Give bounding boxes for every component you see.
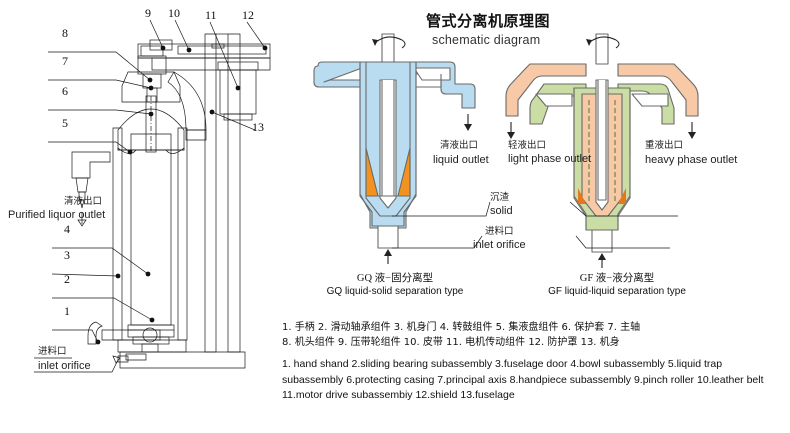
diagram-title: 管式分离机原理图 schematic diagram xyxy=(426,10,550,47)
gf-light-phase-label-cn: 轻液出口 xyxy=(508,140,547,151)
purified-liquor-outlet-label-cn: 清液出口 xyxy=(64,196,103,207)
gf-heavy-phase-label-cn: 重液出口 xyxy=(645,140,684,151)
gf-schematic-diagram xyxy=(500,28,710,268)
legend-english: 1. hand shand 2.sliding bearing subassem… xyxy=(282,358,764,401)
gq-liquid-outlet-label-en: liquid outlet xyxy=(433,154,489,166)
inlet-orifice-center-label-en: inlet orifice xyxy=(473,239,526,251)
legend-cn-line-1: 1. 手柄 2. 滑动轴承组件 3. 机身门 4. 转鼓组件 5. 集液盘组件 … xyxy=(282,322,641,333)
callout-10: 10 xyxy=(168,6,180,20)
callout-9: 9 xyxy=(145,6,151,20)
callout-7: 7 xyxy=(62,54,68,68)
gq-caption-en: GQ liquid-solid separation type xyxy=(326,286,464,297)
gq-caption-cn: GQ 液−固分离型 xyxy=(356,273,434,284)
gf-light-phase-label-en: light phase outlet xyxy=(508,153,591,165)
center-leader-lines xyxy=(390,180,720,260)
gf-caption-en: GF liquid-liquid separation type xyxy=(548,286,686,297)
inlet-orifice-center-label-cn: 进料口 xyxy=(485,226,514,237)
gf-light-phase-label-en-text: light phase outlet xyxy=(508,153,592,165)
left-mechanical-drawing xyxy=(0,0,280,400)
callout-12: 12 xyxy=(242,8,254,22)
gq-schematic-diagram xyxy=(310,28,500,268)
callout-4: 4 xyxy=(64,222,70,236)
gq-caption: GQ 液−固分离型 GQ liquid-solid separation typ… xyxy=(300,270,490,297)
callout-5: 5 xyxy=(62,116,68,130)
inlet-orifice-label-cn: 进料口 xyxy=(38,346,67,357)
callout-6: 6 xyxy=(62,84,68,98)
legend-chinese: 1. 手柄 2. 滑动轴承组件 3. 机身门 4. 转鼓组件 5. 集液盘组件 … xyxy=(282,320,787,350)
title-cn: 管式分离机原理图 xyxy=(426,12,551,30)
gq-liquid-outlet-label-cn: 清液出口 xyxy=(440,140,479,151)
solid-label-cn: 沉渣 xyxy=(490,192,510,203)
callout-13: 13 xyxy=(252,120,264,134)
callout-11: 11 xyxy=(205,8,217,22)
callout-2: 2 xyxy=(64,272,70,286)
callout-1: 1 xyxy=(64,304,70,318)
callout-8: 8 xyxy=(62,26,68,40)
gf-heavy-phase-label-en: heavy phase outlet xyxy=(645,154,738,166)
solid-label-en: solid xyxy=(490,205,513,217)
gf-caption-cn: GF 液−液分离型 xyxy=(579,273,655,284)
legend-cn-line-2: 8. 机头组件 9. 压带轮组件 10. 皮带 11. 电机传动组件 12. 防… xyxy=(282,337,620,348)
title-en: schematic diagram xyxy=(432,33,541,47)
inlet-orifice-label-en: inlet orifice xyxy=(38,360,91,372)
callout-3: 3 xyxy=(64,248,70,262)
purified-liquor-outlet-label-en: Purified liquor outlet xyxy=(8,209,106,221)
gf-caption: GF 液−液分离型 GF liquid-liquid separation ty… xyxy=(512,270,722,297)
